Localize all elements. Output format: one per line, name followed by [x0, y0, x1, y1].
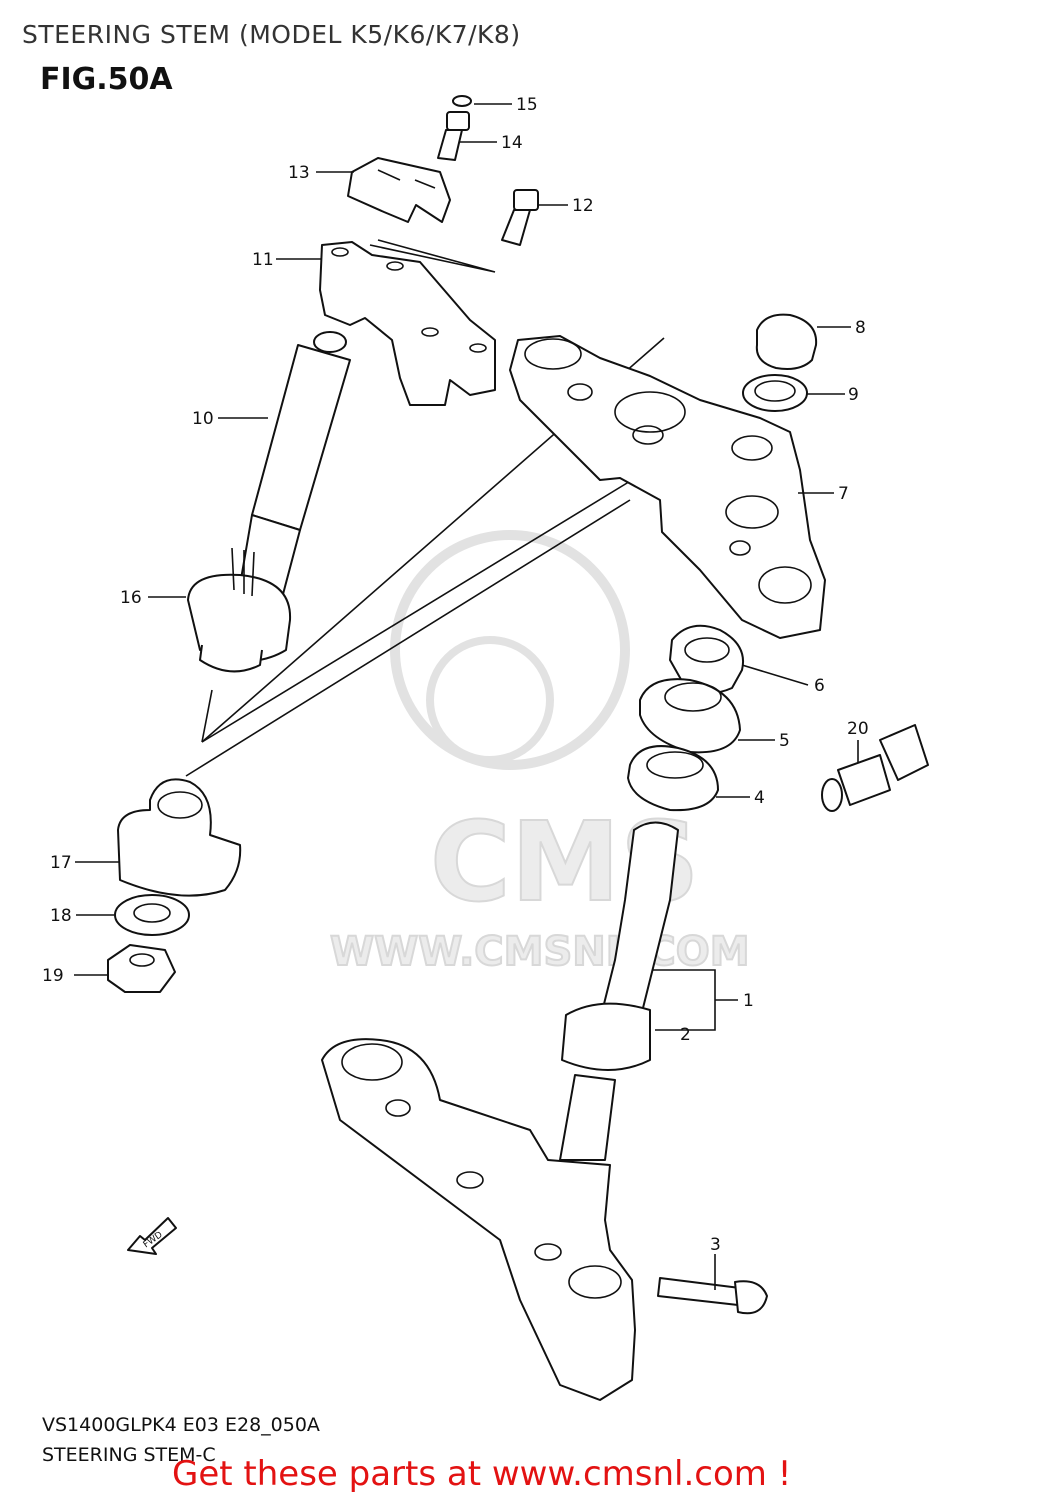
part-6-drawing — [669, 624, 744, 694]
part-1-drawing — [321, 821, 679, 1401]
part-19-drawing — [107, 944, 176, 993]
callout-14: 14 — [501, 133, 523, 153]
callout-15: 15 — [516, 95, 538, 115]
part-12-drawing — [501, 189, 539, 246]
callout-7: 7 — [838, 484, 849, 504]
callout-5: 5 — [779, 731, 790, 751]
callout-18: 18 — [50, 906, 72, 926]
callout-2: 2 — [680, 1025, 691, 1045]
part-10-drawing — [239, 331, 351, 599]
callout-11: 11 — [252, 250, 274, 270]
part-15-drawing — [452, 95, 472, 107]
part-5-drawing — [639, 678, 741, 754]
part-18-drawing — [114, 894, 190, 936]
page-title: STEERING STEM (MODEL K5/K6/K7/K8) — [22, 20, 521, 49]
part-17-drawing — [117, 778, 242, 897]
part-11-drawing — [319, 241, 496, 406]
part-7-drawing — [509, 335, 826, 639]
watermark-url: WWW.CMSNL.COM — [330, 929, 750, 975]
callout-13: 13 — [288, 163, 310, 183]
fwd-arrow-icon: FWD — [127, 1217, 177, 1255]
part-3-drawing — [657, 1277, 768, 1315]
callout-12: 12 — [572, 196, 594, 216]
shop-parts-link[interactable]: Get these parts at www.cmsnl.com ! — [172, 1454, 792, 1494]
part-9-drawing — [742, 374, 808, 412]
callout-3: 3 — [710, 1235, 721, 1255]
part-13-drawing — [347, 157, 451, 223]
callout-6: 6 — [814, 676, 825, 696]
callout-20: 20 — [847, 719, 869, 739]
callout-10: 10 — [192, 409, 214, 429]
callout-16: 16 — [120, 588, 142, 608]
part-8-drawing — [755, 313, 818, 370]
part-20-drawing — [821, 724, 929, 812]
part-4-drawing — [627, 745, 719, 812]
callout-17: 17 — [50, 853, 72, 873]
part-16-drawing — [187, 547, 292, 673]
diagram-subtitle: STEERING STEM-C — [42, 1444, 216, 1466]
callout-19: 19 — [42, 966, 64, 986]
callouts: 15 14 13 12 11 8 9 10 7 16 6 20 5 4 17 1… — [42, 95, 869, 1255]
callout-1: 1 — [743, 991, 754, 1011]
callout-4: 4 — [754, 788, 765, 808]
callout-9: 9 — [848, 385, 859, 405]
callout-8: 8 — [855, 318, 866, 338]
part-14-drawing — [437, 111, 470, 161]
callout-leaders — [74, 103, 859, 1290]
figure-label: FIG.50A — [40, 62, 173, 97]
diagram-code: VS1400GLPK4 E03 E28_050A — [42, 1414, 320, 1436]
